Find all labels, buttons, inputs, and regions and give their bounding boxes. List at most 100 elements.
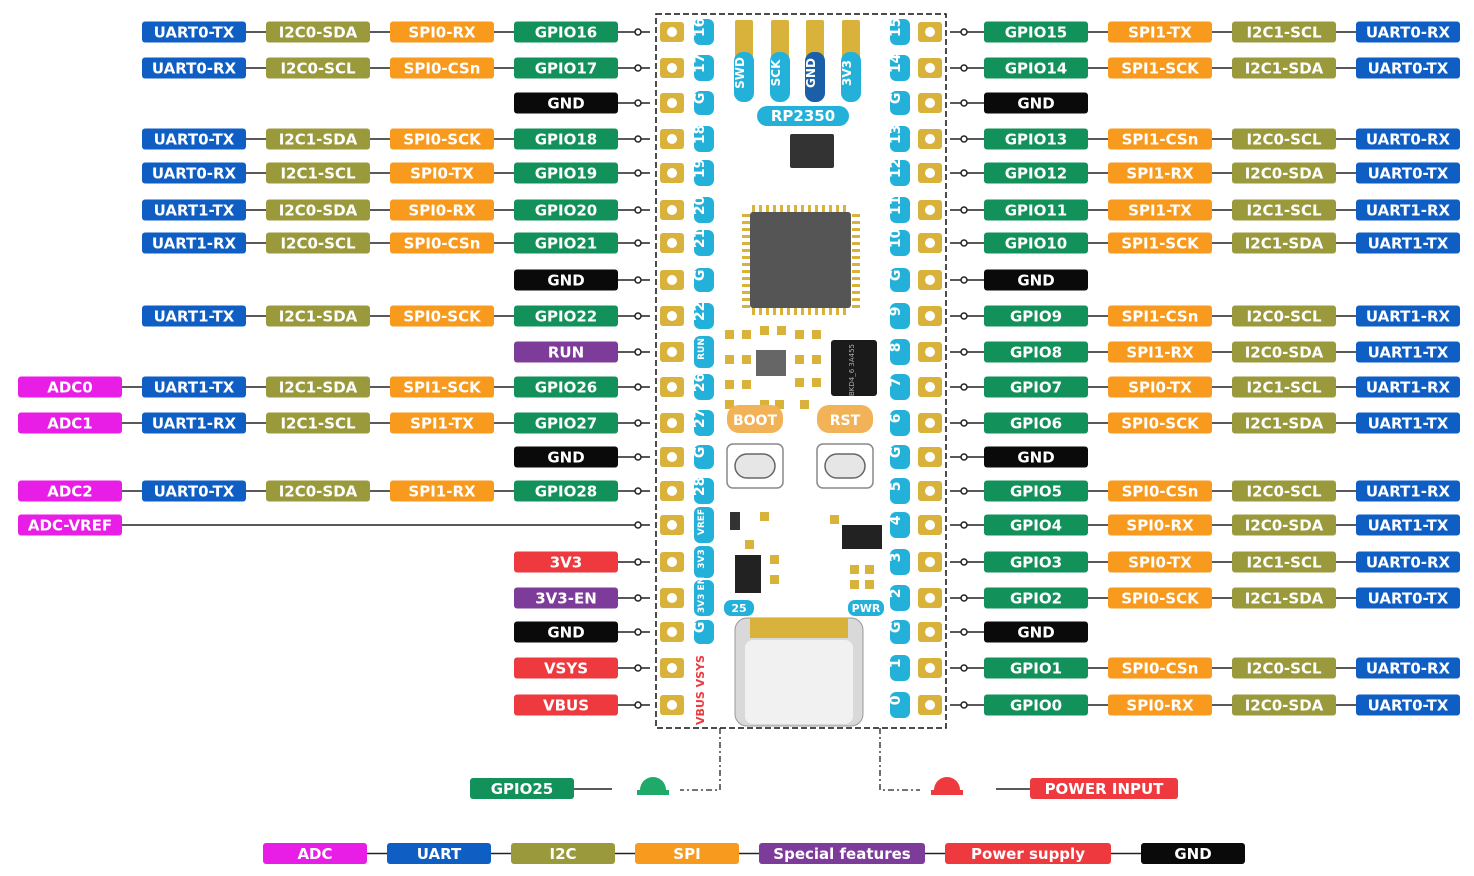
bottom-power-input-label-box bbox=[1030, 778, 1178, 799]
left-label-11-2-text: I2C1-SCL bbox=[280, 415, 356, 433]
right-label-19-0-box bbox=[984, 694, 1088, 716]
smd-component bbox=[795, 330, 804, 339]
pin-num-right-16: 2 bbox=[888, 585, 910, 611]
connector-dot bbox=[634, 701, 642, 709]
connector-dot bbox=[634, 312, 642, 320]
badge-bg bbox=[757, 106, 849, 126]
smd-component bbox=[775, 400, 784, 409]
right-label-19-2-box bbox=[1232, 694, 1336, 716]
pin-num-left-3: 18 bbox=[692, 125, 714, 152]
pad-right-17 bbox=[918, 622, 942, 642]
right-label-0-3-text: UART0-RX bbox=[1366, 24, 1451, 42]
boot-button[interactable]: BOOT bbox=[726, 405, 784, 489]
pin-num-left-12: G bbox=[692, 445, 714, 469]
right-label-1-0: GPIO14 bbox=[984, 57, 1088, 79]
pad-right-11-hole bbox=[925, 418, 935, 428]
led-pwr-tag: PWR bbox=[848, 600, 884, 616]
smd-component bbox=[725, 380, 734, 389]
pin-num-left-4-bg bbox=[694, 160, 714, 186]
rst-button[interactable]: RST bbox=[816, 405, 874, 489]
pin-num-right-9: 8 bbox=[888, 339, 910, 365]
mcu-chip bbox=[742, 205, 860, 315]
left-label-13-4-box bbox=[514, 480, 618, 502]
right-label-13-2-box bbox=[1232, 480, 1336, 502]
pin-num-right-12: G bbox=[888, 445, 910, 469]
right-label-10-1-box bbox=[1108, 376, 1212, 398]
pin-num-right-19-text: 0 bbox=[888, 695, 904, 705]
mcu-pin bbox=[742, 305, 750, 308]
left-label-8-0-text: UART1-TX bbox=[154, 308, 235, 326]
right-label-6-3-text: UART1-TX bbox=[1368, 235, 1449, 253]
left-label-12-0-text: GND bbox=[547, 449, 584, 467]
right-label-9-0-box bbox=[984, 341, 1088, 363]
usb-c-pins bbox=[750, 618, 848, 638]
right-label-18-0-text: GPIO1 bbox=[1010, 660, 1062, 678]
smd-component bbox=[850, 580, 859, 589]
pad-left-8 bbox=[660, 306, 684, 326]
right-label-1-1: SPI1-SCK bbox=[1108, 57, 1212, 79]
pin-num-left-6-text: 21 bbox=[692, 229, 708, 248]
pad-left-2 bbox=[660, 93, 684, 113]
left-label-13-1-box bbox=[142, 480, 246, 502]
left-label-3-1-box bbox=[266, 128, 370, 150]
left-label-0-2-text: SPI0-RX bbox=[408, 24, 476, 42]
right-label-16-0-box bbox=[984, 587, 1088, 609]
right-label-5-2: I2C1-SCL bbox=[1232, 199, 1336, 221]
led-25-bg bbox=[724, 600, 754, 616]
right-label-16-2: I2C1-SDA bbox=[1232, 587, 1336, 609]
mcu-pin bbox=[852, 256, 860, 259]
pad-left-10 bbox=[660, 377, 684, 397]
pad-right-4-hole bbox=[925, 168, 935, 178]
right-label-6-3: UART1-TX bbox=[1356, 232, 1460, 254]
mcu-pin bbox=[742, 277, 750, 280]
pin-num-left-16-text: 3V3 EN bbox=[697, 577, 707, 613]
left-label-10-1-box bbox=[142, 376, 246, 398]
right-label-0-1: SPI1-TX bbox=[1108, 21, 1212, 43]
right-label-5-2-text: I2C1-SCL bbox=[1246, 202, 1322, 220]
right-label-8-1: SPI1-CSn bbox=[1108, 305, 1212, 327]
left-label-10-3-text: SPI1-SCK bbox=[403, 379, 482, 397]
left-label-11-4: GPIO27 bbox=[514, 412, 618, 434]
mcu-pin bbox=[843, 307, 846, 315]
pad-left-14 bbox=[660, 515, 684, 535]
connector-dot bbox=[634, 239, 642, 247]
led-dome bbox=[934, 777, 960, 790]
legend-i2c: I2C bbox=[511, 843, 615, 864]
left-label-1-2: SPI0-CSn bbox=[390, 57, 494, 79]
mcu-pin bbox=[852, 214, 860, 217]
left-label-3-1-text: I2C1-SDA bbox=[279, 131, 358, 149]
left-label-10-4-text: GPIO26 bbox=[535, 379, 598, 397]
connector-dot bbox=[960, 239, 968, 247]
left-label-10-2-box bbox=[266, 376, 370, 398]
left-label-10-4: GPIO26 bbox=[514, 376, 618, 398]
right-label-16-2-box bbox=[1232, 587, 1336, 609]
left-label-1-0-box bbox=[142, 57, 246, 79]
right-label-7-0-text: GND bbox=[1017, 272, 1054, 290]
pin-num-right-8-text: 9 bbox=[888, 306, 904, 316]
mcu-pin bbox=[742, 270, 750, 273]
pad-right-13 bbox=[918, 481, 942, 501]
right-label-11-1-box bbox=[1108, 412, 1212, 434]
pad-left-7 bbox=[660, 270, 684, 290]
pin-num-right-1-bg bbox=[890, 55, 910, 81]
right-label-6-0-text: GPIO10 bbox=[1005, 235, 1068, 253]
left-label-5-1-box bbox=[266, 199, 370, 221]
top-pad-text: 3V3 bbox=[840, 60, 854, 86]
right-label-0-0-box bbox=[984, 21, 1088, 43]
pin-num-right-7-bg bbox=[890, 268, 910, 292]
right-label-8-3-box bbox=[1356, 305, 1460, 327]
left-label-5-0-box bbox=[142, 199, 246, 221]
vbus-vsys-silkscreen: VBUS VSYS bbox=[694, 655, 707, 725]
connector-dot bbox=[634, 419, 642, 427]
pad-right-8-hole bbox=[925, 311, 935, 321]
pin-num-right-10-text: 7 bbox=[888, 377, 904, 387]
right-label-18-2: I2C0-SCL bbox=[1232, 657, 1336, 679]
connector-dot bbox=[634, 521, 642, 529]
red-led-icon bbox=[931, 777, 963, 795]
right-label-19-3-text: UART0-TX bbox=[1368, 697, 1449, 715]
pwr-trace bbox=[879, 728, 920, 791]
legend-uart-box bbox=[387, 843, 491, 864]
pad-left-15 bbox=[660, 552, 684, 572]
right-label-1-2: I2C1-SDA bbox=[1232, 57, 1336, 79]
right-label-15-0-box bbox=[984, 551, 1088, 573]
